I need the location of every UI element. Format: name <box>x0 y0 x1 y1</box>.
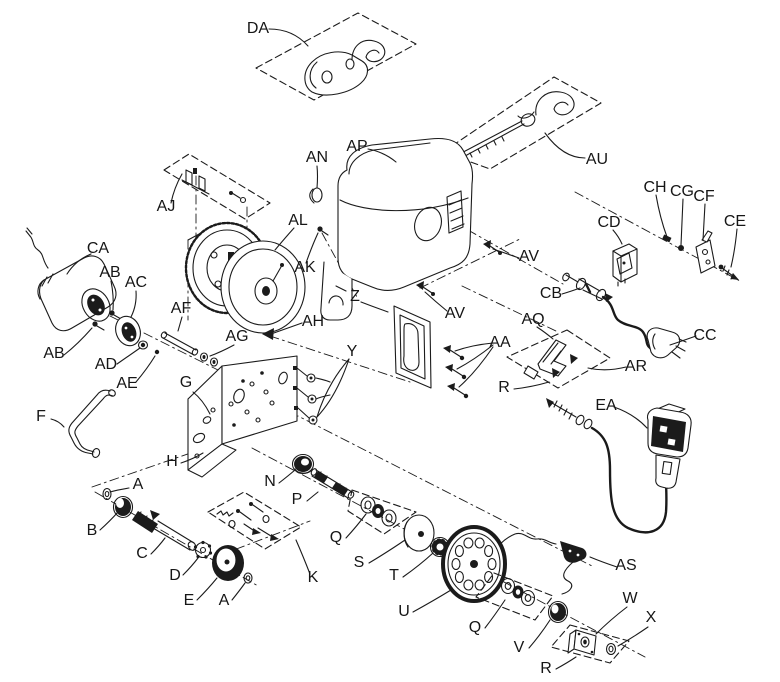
part-label-AJ: AJ <box>157 198 176 215</box>
part-label-CB: CB <box>540 285 562 302</box>
part-label-R2: R <box>540 660 552 677</box>
hardware-kit-k-art <box>207 491 302 550</box>
pin-af-art <box>160 331 199 356</box>
part-label-U: U <box>398 603 410 620</box>
screws-y-art <box>296 358 350 425</box>
part-label-C: C <box>136 545 148 562</box>
washers-q1-art <box>347 489 417 535</box>
part-label-AS: AS <box>615 557 636 574</box>
part-labels: DAAUANAPAJALAKCAABACABADAEAFAGAHZYAVAVCB… <box>36 20 746 677</box>
part-label-AV1: AV <box>519 248 539 265</box>
bushing-b-art <box>112 495 134 519</box>
switch-cd-art <box>612 243 638 287</box>
part-label-AA: AA <box>489 334 511 351</box>
part-label-CG: CG <box>670 183 694 200</box>
part-label-CA: CA <box>87 240 110 257</box>
part-label-DA: DA <box>247 20 270 37</box>
part-label-Q2: Q <box>469 619 481 636</box>
nuts-ag-art <box>199 352 219 367</box>
bracket-aq-art <box>506 329 611 389</box>
part-label-B: B <box>87 522 98 539</box>
part-label-AK: AK <box>294 259 316 276</box>
nut-ae-art <box>154 349 160 355</box>
part-label-K: K <box>308 569 319 586</box>
part-label-CF: CF <box>693 188 715 205</box>
part-label-AV2: AV <box>445 305 465 322</box>
part-label-AB1: AB <box>99 264 120 281</box>
part-label-AF: AF <box>171 300 192 317</box>
part-label-AU: AU <box>586 151 608 168</box>
bushing-n-art <box>291 453 315 475</box>
gear-e-art <box>212 545 244 581</box>
ring-a2-art <box>243 572 253 584</box>
hook-block-da-art <box>255 12 417 101</box>
shaft-p-art <box>310 468 355 499</box>
disc-ac-art <box>115 315 141 347</box>
part-label-EA: EA <box>595 397 617 414</box>
frame-plate-gh-art <box>187 355 298 478</box>
part-label-Y: Y <box>347 343 358 360</box>
part-label-AC: AC <box>125 274 147 291</box>
part-label-V: V <box>514 639 525 656</box>
gear-d-art <box>193 540 213 559</box>
part-label-Z: Z <box>350 288 360 305</box>
worm-shaft-c-art <box>132 510 197 551</box>
part-label-A1: A <box>133 476 144 493</box>
washers-q2-art <box>475 572 554 621</box>
part-label-R1: R <box>498 379 510 396</box>
part-label-X: X <box>646 609 657 626</box>
part-label-N: N <box>264 473 276 490</box>
bracket-w-art <box>550 624 630 664</box>
part-label-A2: A <box>219 592 230 609</box>
part-label-H: H <box>166 453 178 470</box>
disc-s-art <box>403 514 435 552</box>
ring-a1-art <box>102 487 112 501</box>
part-label-CC: CC <box>693 327 716 344</box>
part-label-CE: CE <box>724 213 746 230</box>
part-label-CD: CD <box>597 214 620 231</box>
gasket-z-art <box>393 305 432 389</box>
crank-handle-f-art <box>68 389 116 458</box>
screws-aa-art <box>443 345 469 399</box>
part-label-AP: AP <box>346 138 367 155</box>
bracket-aj-art <box>163 153 271 220</box>
part-label-D: D <box>169 567 181 584</box>
hook-cable-au-art <box>442 76 602 170</box>
gear-drum-al-art <box>184 221 306 334</box>
part-label-AR: AR <box>625 358 647 375</box>
part-label-P: P <box>292 491 303 508</box>
screw-ce-art <box>718 264 739 280</box>
part-label-F: F <box>36 408 46 425</box>
part-label-AL: AL <box>288 212 308 229</box>
cap-an-art <box>309 187 323 204</box>
part-label-AG: AG <box>225 328 248 345</box>
part-label-AE: AE <box>116 375 137 392</box>
part-label-AH: AH <box>302 313 324 330</box>
housing-ap-art <box>320 137 474 321</box>
part-label-AB2: AB <box>43 345 64 362</box>
part-label-S: S <box>354 554 365 571</box>
part-label-CH: CH <box>643 179 666 196</box>
part-label-AD: AD <box>95 356 117 373</box>
bushing-v-art <box>547 600 569 624</box>
bracket-cf-art <box>695 230 716 274</box>
fasteners-ch-cg-art <box>662 234 684 251</box>
part-label-AN: AN <box>306 149 328 166</box>
pendant-control-ea-art <box>546 398 692 534</box>
wheel-u-art <box>441 525 507 603</box>
leader-lines <box>50 28 738 670</box>
ring-x-art <box>605 642 617 656</box>
screw-ak-art <box>317 226 329 236</box>
washer-ad-art <box>137 340 149 350</box>
part-label-G: G <box>180 374 192 391</box>
screws-ab-art <box>92 310 122 331</box>
part-label-AQ: AQ <box>521 311 544 328</box>
part-label-E: E <box>184 592 195 609</box>
motor-ca-art <box>25 227 117 332</box>
part-label-Q1: Q <box>330 529 342 546</box>
part-label-W: W <box>622 590 638 607</box>
part-label-T: T <box>389 567 399 584</box>
power-cord-cc-art <box>601 295 687 359</box>
